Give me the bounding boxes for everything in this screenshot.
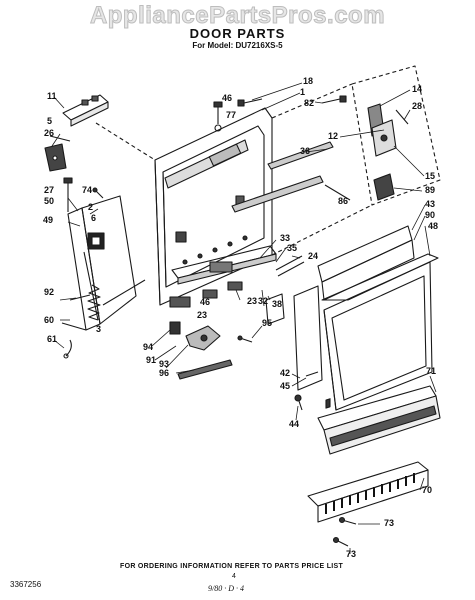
callout-92: 92 (44, 287, 55, 297)
part-82-screw (321, 95, 347, 104)
callout-32: 32 (258, 296, 269, 306)
callout-73b: 73 (346, 549, 357, 559)
part-45-clip (305, 371, 319, 377)
part-11-bracket (62, 94, 109, 127)
callout-60: 60 (44, 315, 55, 325)
callout-71: 71 (426, 366, 437, 376)
callout-90: 90 (425, 210, 436, 220)
callout-77: 77 (226, 110, 237, 120)
part-14-hinge (367, 103, 409, 157)
part-33-hinge-bar (171, 245, 277, 285)
part-86-rod (231, 175, 351, 213)
callout-48: 48 (428, 221, 439, 231)
callout-6: 6 (91, 213, 97, 223)
part-36-rod (267, 141, 334, 170)
part-number: 3367256 (10, 580, 42, 589)
frame-outline (95, 122, 156, 161)
callout-89: 89 (425, 185, 436, 195)
callout-1: 1 (300, 87, 306, 97)
callout-23a: 23 (247, 296, 258, 306)
leader-lines (51, 82, 437, 554)
watermark: AppliancePartsPros.com (89, 2, 386, 30)
part-18-screw (237, 98, 263, 107)
callout-61: 61 (47, 334, 58, 344)
callout-73a: 73 (384, 518, 395, 528)
callout-86: 86 (338, 196, 349, 206)
callout-82: 82 (304, 98, 315, 108)
callout-38: 38 (272, 299, 283, 309)
inner-door-panel (154, 107, 273, 306)
callout-15: 15 (425, 171, 436, 181)
part-23-clip (169, 281, 243, 308)
callout-3: 3 (96, 324, 102, 334)
part-42-panel (293, 285, 323, 391)
callout-26: 26 (44, 128, 55, 138)
callout-94: 94 (143, 342, 154, 352)
callout-46-top: 46 (222, 93, 233, 103)
callout-18: 18 (303, 76, 314, 86)
callout-27: 27 (44, 185, 55, 195)
part-38-bracket (265, 293, 285, 325)
part-93-actuator (185, 325, 221, 351)
part-61-cable (61, 322, 87, 359)
part-46-screw (213, 101, 223, 132)
callout-50: 50 (44, 196, 55, 206)
part-27-screw (63, 177, 73, 212)
callout-23b: 23 (197, 310, 208, 320)
callout-91: 91 (146, 355, 157, 365)
page-number: 4 (232, 573, 236, 580)
leader-3 (102, 279, 146, 306)
callout-24: 24 (308, 251, 319, 261)
callout-14: 14 (412, 84, 423, 94)
signature: 9/80 · D · 4 (208, 584, 244, 593)
callout-33: 33 (280, 233, 291, 243)
callout-5: 5 (47, 116, 53, 126)
part-94-latch (169, 321, 181, 335)
callout-12: 12 (328, 131, 339, 141)
callout-49: 49 (43, 215, 54, 225)
callout-35: 35 (287, 243, 298, 253)
callout-2: 2 (88, 202, 94, 212)
callout-46-bottom: 46 (200, 297, 211, 307)
callout-45: 45 (280, 381, 291, 391)
part-49-side-bar (67, 195, 137, 331)
part-26-plate (44, 135, 71, 172)
part-71-trim (317, 385, 441, 455)
callout-43: 43 (425, 199, 436, 209)
part-96-strip (177, 359, 233, 380)
callout-93: 93 (159, 359, 170, 369)
part-89-clip (373, 173, 395, 201)
part-12-outer-panel (271, 65, 441, 256)
part-73-screw (332, 516, 357, 547)
callout-28: 28 (412, 101, 423, 111)
ordering-note: FOR ORDERING INFORMATION REFER TO PARTS … (120, 563, 344, 570)
page-title: DOOR PARTS (189, 26, 286, 41)
part-70-kickplate (307, 398, 429, 523)
callout-70: 70 (422, 485, 433, 495)
part-44-screw (294, 394, 303, 411)
part-92-spring (69, 284, 101, 321)
callout-96: 96 (159, 368, 170, 378)
part-43-outer-door (317, 225, 439, 411)
callout-36: 36 (300, 146, 311, 156)
callout-44: 44 (289, 419, 300, 429)
model-subtitle: For Model: DU7216XS-5 (192, 41, 283, 50)
callout-74: 74 (82, 185, 93, 195)
part-74-screw (92, 187, 104, 199)
part-24-lever (275, 255, 305, 277)
callout-11: 11 (47, 91, 57, 101)
callout-95: 95 (262, 318, 273, 328)
callout-42: 42 (280, 368, 291, 378)
